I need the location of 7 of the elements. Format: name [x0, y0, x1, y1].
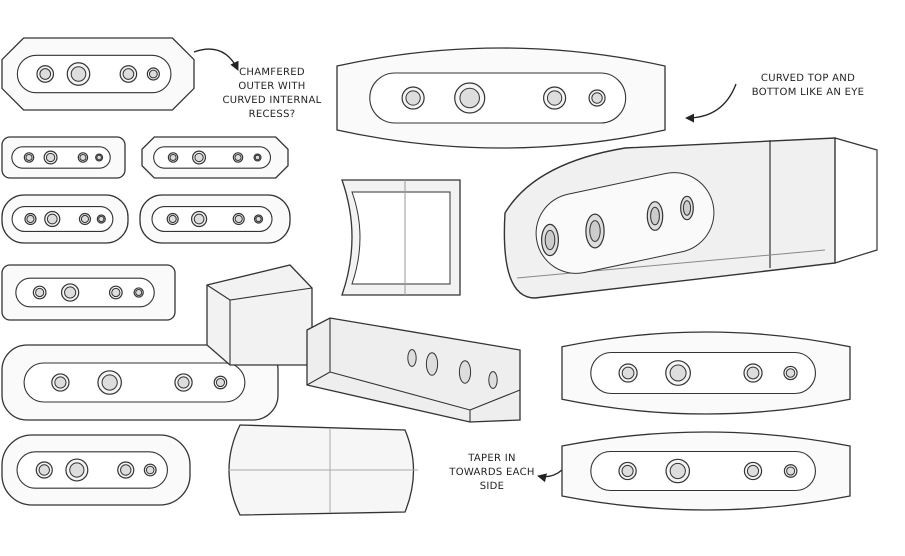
note-text: TAPER IN TOWARDS EACH SIDE: [448, 452, 536, 494]
leader-arrow: [537, 470, 562, 482]
note-text: CURVED TOP AND BOTTOM LIKE AN EYE: [750, 72, 866, 100]
leader-arrow: [685, 84, 737, 122]
bar-sketch-drawing: [560, 430, 852, 512]
leader-arrow: [194, 48, 239, 71]
note-text: CHAMFERED OUTER WITH CURVED INTERNAL RECESS?: [222, 66, 322, 122]
